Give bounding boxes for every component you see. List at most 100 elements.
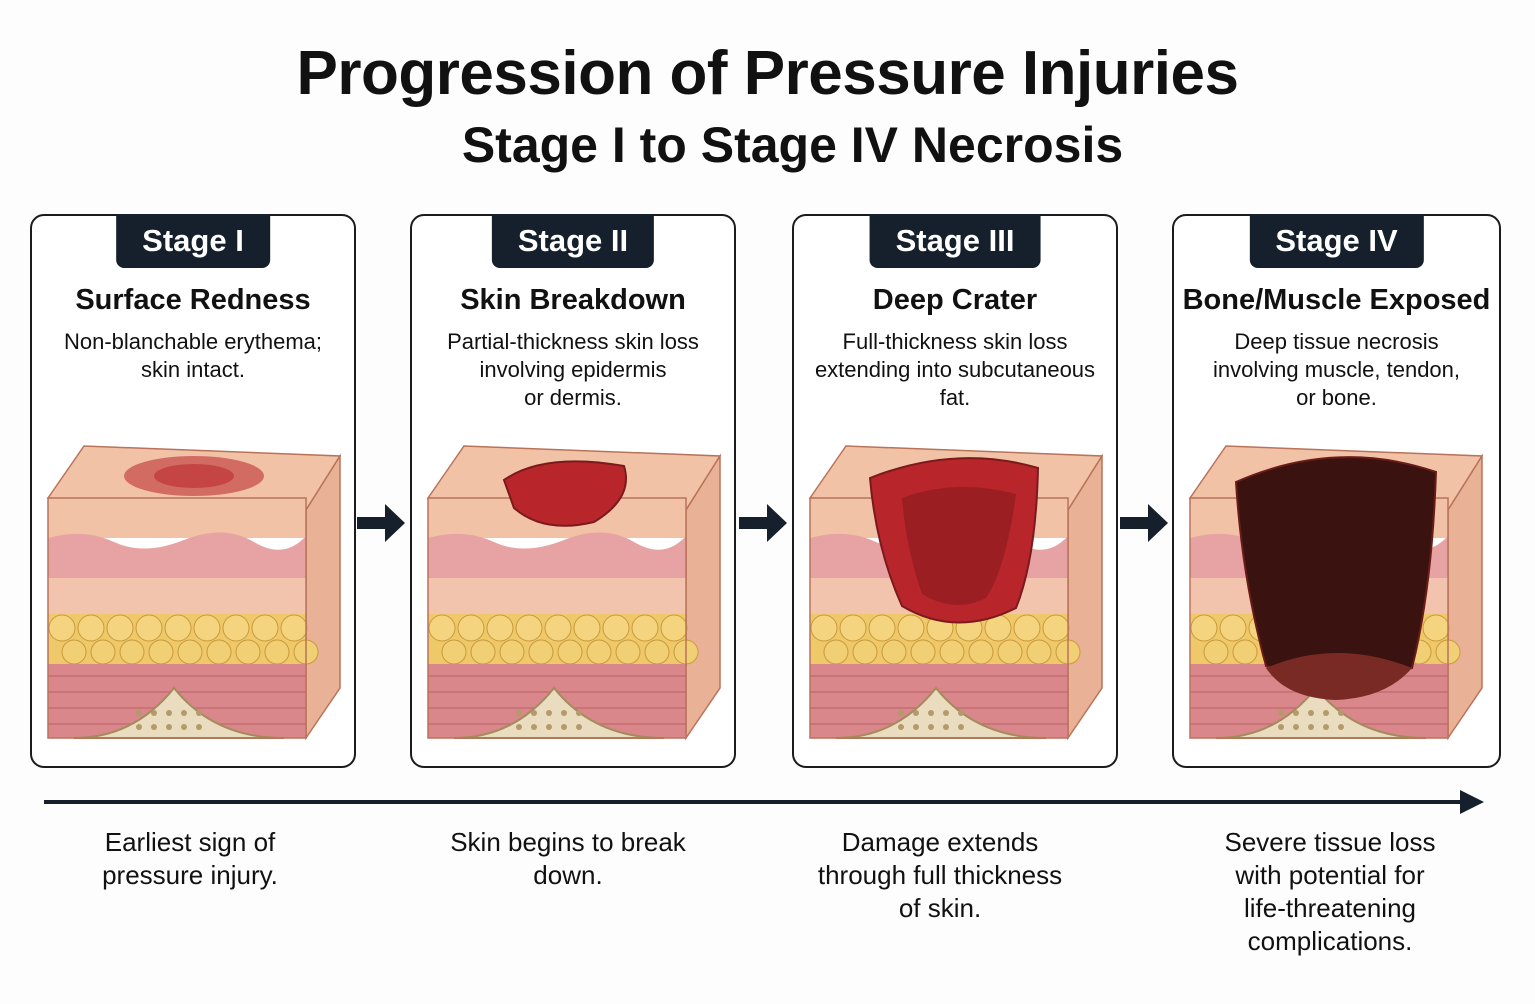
bone-pore [1338, 710, 1344, 716]
bone-pore [136, 710, 142, 716]
fat-globule [997, 639, 1023, 665]
bone-pore [516, 724, 522, 730]
fat-globule [823, 639, 849, 665]
bone-pore [1293, 710, 1299, 716]
fat-globule [1203, 639, 1229, 665]
stage-2-heading: Skin Breakdown [460, 284, 686, 316]
bone-pore [913, 724, 919, 730]
fat-globule [251, 614, 279, 642]
fat-globule [457, 614, 485, 642]
bone-pore [1293, 724, 1299, 730]
dermis-layer [428, 532, 686, 578]
necrotic-wound [1234, 456, 1438, 679]
bone [453, 686, 665, 739]
stage-1-description: Non-blanchable erythema; skin intact. [63, 329, 323, 382]
fat-globule [573, 614, 601, 642]
fat-globule [660, 614, 688, 642]
stage-2-tag: Stage II [491, 214, 655, 268]
stage-1-panel: Stage I Surface Redness Non-blanchable e… [30, 214, 356, 768]
fat-globule [631, 614, 659, 642]
bone-pore [1323, 724, 1329, 730]
bone-pore [943, 724, 949, 730]
fat-globule [852, 639, 878, 665]
fat-globule [48, 614, 76, 642]
fat-globule [222, 614, 250, 642]
fat-globule [499, 639, 525, 665]
fat-globule [470, 639, 496, 665]
bone-pore [576, 710, 582, 716]
stage-2-panel: Stage II Skin Breakdown Partial-thicknes… [410, 214, 736, 768]
bone-pore [943, 710, 949, 716]
fat-globule [968, 639, 994, 665]
bone-pore [181, 710, 187, 716]
fat-globule [586, 639, 612, 665]
bone-pore [546, 710, 552, 716]
fat-globule [61, 639, 87, 665]
fat-globule [119, 639, 145, 665]
fat-globule [910, 639, 936, 665]
bone-pore [1338, 724, 1344, 730]
fat-globule [881, 639, 907, 665]
stage-2-tissue-illustration [426, 445, 722, 741]
fat-globule [810, 614, 838, 642]
diagram-subtitle: Stage I to Stage IV Necrosis [461, 117, 1124, 173]
block-outline [47, 497, 307, 739]
stage-3-caption: Damage extends through full thickness of… [817, 827, 1063, 923]
arrow-right-icon [357, 504, 405, 542]
fat-globule [528, 639, 554, 665]
fat-globule [1042, 614, 1070, 642]
fat-globule [1013, 614, 1041, 642]
stage-4-tag: Stage IV [1249, 214, 1424, 268]
bone-pore [576, 724, 582, 730]
bone-pore [196, 724, 202, 730]
bone-pore [928, 724, 934, 730]
dermis-layer [48, 532, 306, 578]
fat-globule [544, 614, 572, 642]
stage-4-tissue-illustration [1188, 445, 1484, 741]
bone [73, 686, 285, 739]
fat-globule [1232, 639, 1258, 665]
bone-pore [898, 724, 904, 730]
fat-globule [90, 639, 116, 665]
bone-pore [1278, 710, 1284, 716]
bone-pore [531, 724, 537, 730]
stage-4-heading: Bone/Muscle Exposed [1182, 284, 1491, 316]
stage-3-panel: Stage III Deep Crater Full-thickness ski… [792, 214, 1118, 768]
fat-globule [148, 639, 174, 665]
bone-pore [136, 724, 142, 730]
fat-globule [1422, 614, 1450, 642]
stage-1-caption: Earliest sign of pressure injury. [102, 827, 278, 890]
stage-3-description: Full-thickness skin loss extending into … [814, 329, 1096, 410]
diagram-title: Progression of Pressure Injuries [296, 39, 1239, 108]
fat-globule [615, 639, 641, 665]
bone-pore [166, 710, 172, 716]
fat-globule [264, 639, 290, 665]
stage-1-heading: Surface Redness [75, 284, 311, 316]
fat-globule [1219, 614, 1247, 642]
bone-pore [913, 710, 919, 716]
bone-pore [196, 710, 202, 716]
bone-pore [516, 710, 522, 716]
bone-pore [561, 710, 567, 716]
bone-pore [1323, 710, 1329, 716]
bone-pore [546, 724, 552, 730]
fat-globule [177, 639, 203, 665]
stage-1-tag: Stage I [116, 214, 270, 268]
progression-timeline-arrow [44, 790, 1484, 814]
crater-depth [902, 486, 1016, 606]
bone-pore [958, 710, 964, 716]
fat-globule [164, 614, 192, 642]
stage-3-heading: Deep Crater [872, 284, 1038, 316]
epidermis-layer [48, 498, 306, 538]
bone-pore [151, 724, 157, 730]
bone-pore [166, 724, 172, 730]
bone-pore [1308, 710, 1314, 716]
bone-pore [928, 710, 934, 716]
bone-pore [1278, 724, 1284, 730]
fat-globule [77, 614, 105, 642]
arrow-right-icon [1120, 504, 1168, 542]
fat-globule [868, 614, 896, 642]
bone-pore [898, 710, 904, 716]
fat-globule [428, 614, 456, 642]
fat-globule [1026, 639, 1052, 665]
